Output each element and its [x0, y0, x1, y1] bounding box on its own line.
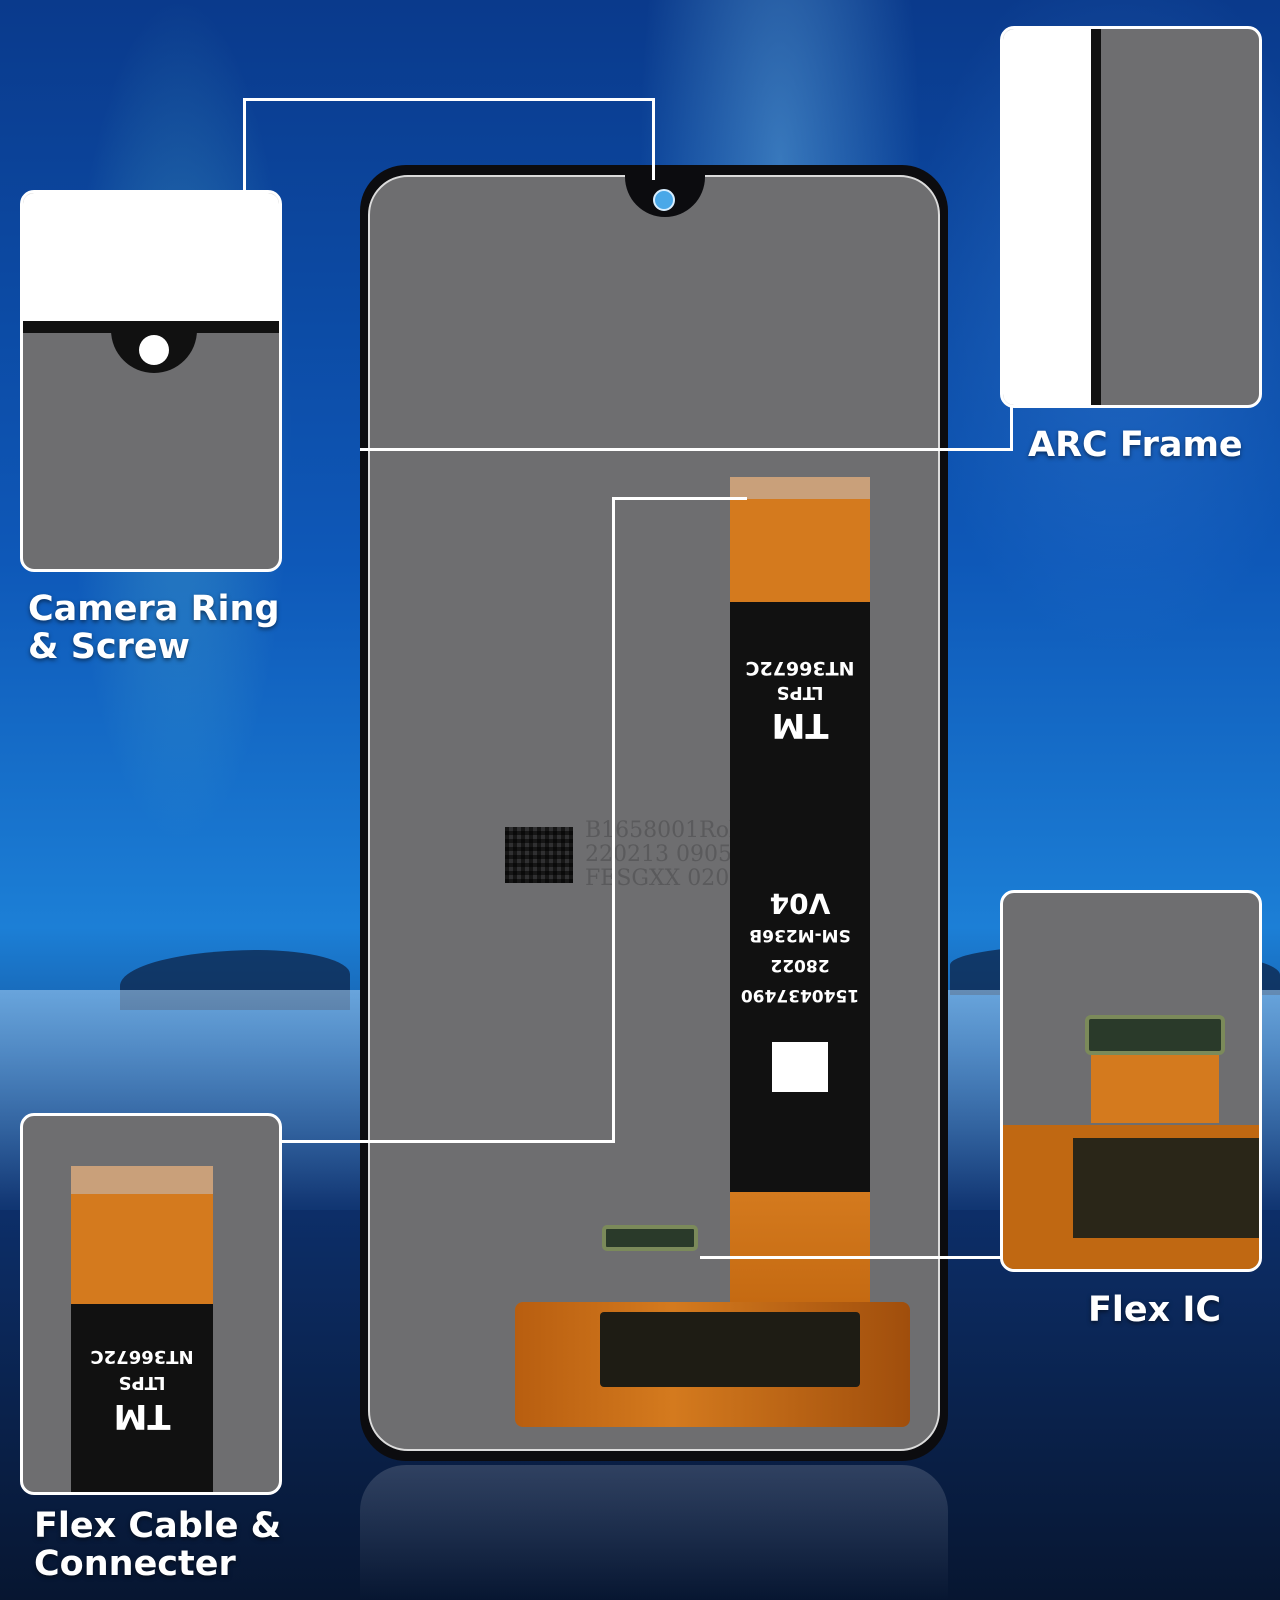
- flex-cable-callout-line-up: [612, 497, 615, 1143]
- flex-brand: TM: [771, 705, 829, 745]
- arc-callout-line: [360, 448, 1010, 451]
- camera-inset-hole: [139, 335, 169, 365]
- flex-ic-inset-chip: [1073, 1138, 1259, 1238]
- lcd-panel: B1658001Rol 220213 0905 FESGXX 020 NT366…: [360, 165, 948, 1461]
- panel-reflection: [360, 1465, 948, 1600]
- camera-ring-inset: [20, 190, 282, 572]
- flex-cable-inset: NT36672C LTPS TM: [20, 1113, 282, 1495]
- flex-ic-inset-connector: [1085, 1015, 1225, 1055]
- camera-callout-line: [243, 98, 653, 101]
- panel-sticker-text: B1658001Rol 220213 0905 FESGXX 020: [585, 818, 736, 891]
- flex-cable-inset-black: [71, 1304, 213, 1492]
- flex-cable-top: [730, 477, 870, 602]
- qr-code: [505, 827, 573, 883]
- flex-cable-callout-line-top: [612, 497, 747, 500]
- arc-inset-frame: [1091, 29, 1101, 405]
- flex-connector: [602, 1225, 698, 1251]
- flex-cable-lower: [730, 1192, 870, 1302]
- flex-cable-label: Flex Cable & Connecter: [34, 1506, 282, 1584]
- flex-model: SM-M236B: [749, 925, 851, 945]
- arc-inset-glass: [1003, 29, 1091, 405]
- arc-frame-label: ARC Frame: [1028, 425, 1243, 465]
- flex-ic-area: [600, 1312, 860, 1387]
- camera-inset-glass: [23, 193, 279, 323]
- flex-cable-inset-tech: LTPS: [118, 1372, 166, 1393]
- flex-part-number: NT36672C: [745, 657, 855, 679]
- flex-ic-label: Flex IC: [1088, 1290, 1222, 1330]
- flex-cable-callout-line: [278, 1140, 614, 1143]
- flex-cable-inset-top: [71, 1166, 213, 1194]
- flex-ic-inset: [1000, 890, 1262, 1272]
- flex-qr-code: [772, 1042, 828, 1092]
- flex-ic-callout-line: [700, 1256, 1002, 1259]
- arc-frame-inset: [1000, 26, 1262, 408]
- flex-cable-inset-orange: [71, 1194, 213, 1304]
- lcd-back-sheet: B1658001Rol 220213 0905 FESGXX 020 NT366…: [368, 175, 940, 1451]
- camera-hole: [653, 189, 675, 211]
- flex-serial: 1540437490: [740, 985, 860, 1005]
- camera-ring-label: Camera Ring & Screw: [28, 589, 280, 667]
- arc-callout-line-up: [1010, 405, 1013, 451]
- flex-tech: LTPS: [776, 682, 824, 703]
- camera-callout-line-right: [652, 98, 655, 180]
- camera-callout-line-left: [243, 98, 246, 193]
- flex-cable-inset-part: NT36672C: [90, 1346, 194, 1367]
- flex-cable: NT36672C LTPS TM V04 SM-M236B 28022 1540…: [730, 477, 870, 1197]
- flex-cable-inset-brand: TM: [113, 1396, 171, 1436]
- flex-version: V04: [769, 887, 831, 920]
- flex-date: 28022: [770, 955, 830, 975]
